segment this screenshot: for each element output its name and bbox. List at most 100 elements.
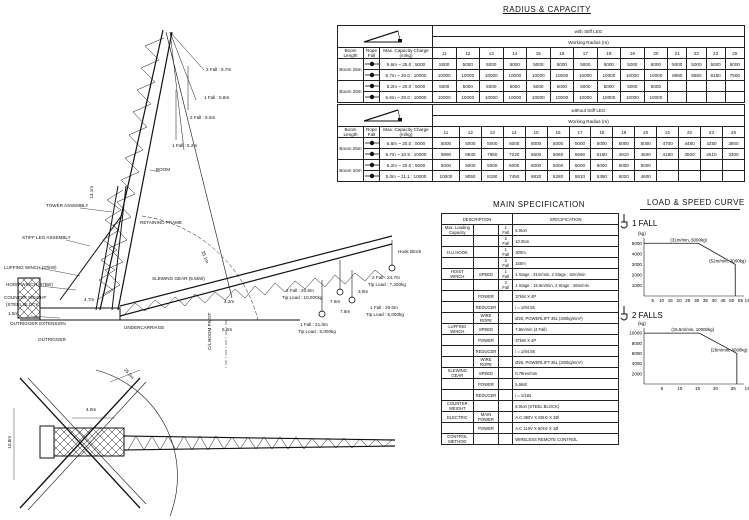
radius-header-20: 20	[643, 47, 669, 59]
capacity-value-cell: 8550	[686, 69, 707, 81]
capacity-value-cell: 5000	[686, 58, 707, 70]
capacity-value-cell: 5000	[455, 80, 481, 92]
capacity-value-cell	[686, 80, 707, 92]
y-tick-label: 4000	[632, 251, 643, 256]
capacity-value-cell	[721, 159, 746, 171]
spec-cell-c	[498, 334, 514, 346]
radius-header-19: 19	[620, 47, 645, 59]
y-tick-label: 1000	[632, 283, 643, 288]
radius-header-16: 16	[546, 126, 570, 138]
spec-cell-d: i = 1/182	[512, 389, 619, 401]
capacity-value-cell: 5000	[568, 159, 592, 171]
capacity-value-cell: 5000	[590, 137, 614, 149]
capacity-value-cell: 5390	[590, 170, 614, 182]
spec-cell-d: 37kW X 4P	[512, 334, 619, 346]
capacity-value-cell	[724, 80, 746, 92]
capacity-value-cell: 10000	[502, 69, 528, 81]
spec-cell-a: Max. Loading Capacity	[441, 224, 474, 236]
counter-weight-block	[17, 277, 41, 319]
capacity-value-cell: 7960	[480, 148, 504, 160]
radius-header-21: 21	[667, 47, 688, 59]
capacity-value-cell: 9050	[458, 170, 482, 182]
capacity-value-cell: 10000	[643, 69, 669, 81]
radius-header-16: 16	[549, 47, 575, 59]
spec-cell-c	[498, 312, 514, 324]
dim-7-6: 7.6m	[330, 299, 341, 304]
capacity-value-cell: 4600	[634, 170, 658, 182]
fall2-50-label: 2 Fall : 5.0m	[190, 115, 216, 120]
capacity-value-cell: 5000	[634, 137, 658, 149]
capacity-value-cell: 5000	[643, 80, 669, 92]
capacity-value-cell: 5000	[455, 58, 481, 70]
counter-weight-label: COUNTER WEIGHT	[4, 295, 47, 300]
spec-cell-a	[441, 334, 474, 346]
x-tick-label: 10	[659, 298, 665, 303]
capacity-value-cell: 5000	[479, 80, 504, 92]
dim-4-2: 4.2m	[224, 299, 235, 304]
capacity-value-cell: 5000	[596, 58, 622, 70]
spec-cell-c: 1 Fall	[498, 268, 514, 280]
capacity-value-cell: 5000	[480, 137, 504, 149]
curve-point-label: (52m/min, 3000kg)	[709, 258, 746, 263]
load-curve-line	[644, 332, 738, 384]
tip-load-5000a-label: Tip Load : 5,000kg	[366, 312, 404, 317]
spec-cell-b	[472, 433, 500, 445]
dim-4-7: 4.7m	[84, 297, 95, 302]
capacity-value-cell	[686, 91, 707, 103]
hook-icon	[348, 296, 356, 304]
plan-central-frame	[51, 427, 125, 457]
capacity-value-cell: 5000	[667, 58, 688, 70]
spec-cell-a: SLEWING GEAR	[441, 367, 474, 379]
x-tick-label: 15	[695, 386, 701, 391]
fall1-52-label: 1 Fall : 5.2m	[172, 143, 198, 148]
x-tick-label: 45	[720, 298, 726, 303]
spec-cell-a	[441, 301, 474, 313]
spec-cell-a: H.U.HOOK	[441, 246, 474, 258]
outrigger-label: OUTRIGGER	[38, 337, 66, 342]
tip-load-10000-label: Tip Load : 10,000kg	[282, 295, 323, 300]
spec-cell-d: i = 1/94.55	[512, 345, 619, 357]
hook-icon	[388, 264, 396, 272]
y-tick-label: 2000	[632, 272, 643, 277]
capacity-value-cell: 10000	[479, 91, 504, 103]
capacity-value-cell: 5000	[596, 80, 622, 92]
spec-cell-b	[472, 235, 500, 247]
radius-header-22: 22	[678, 126, 702, 138]
capacity-value-cell: 5000	[526, 80, 551, 92]
dim-10-8: 10.8m	[7, 435, 13, 449]
y-tick-label: 3000	[632, 262, 643, 267]
hoist-winch-label: HOIST WINCH (37kW)	[6, 282, 53, 287]
spec-cell-b: POWER	[472, 290, 500, 302]
spec-cell-c: 2 Fall	[498, 257, 514, 269]
dim-7-5: 7.5m	[340, 309, 351, 314]
capacity-value-cell: 10000	[620, 69, 645, 81]
capacity-value-cell	[721, 170, 746, 182]
radius-header-22: 22	[686, 47, 707, 59]
x-tick-label: 20	[713, 386, 719, 391]
spec-cell-c	[498, 433, 514, 445]
main-boom-vertical	[99, 29, 233, 311]
capacity-value-cell: 5000	[573, 58, 598, 70]
capacity-value-cell: 5000	[502, 137, 526, 149]
spec-cell-c	[498, 345, 514, 357]
capacity-value-cell: 5000	[502, 159, 526, 171]
spec-cell-b: SPEED	[472, 268, 500, 280]
capacity-value-cell: 7220	[502, 148, 526, 160]
capacity-value-cell	[656, 159, 680, 171]
spec-cell-b	[472, 257, 500, 269]
spec-cell-a	[441, 290, 474, 302]
capacity-value-cell: 3300	[721, 148, 746, 160]
curve-point-label: (31m/min, 5000kg)	[670, 237, 707, 242]
capacity-value-cell: 5000	[524, 159, 548, 171]
radius-capacity-title: RADIUS & CAPACITY	[503, 5, 591, 14]
capacity-value-cell: 5000	[549, 58, 575, 70]
capacity-value-cell: 5000	[546, 159, 570, 171]
spec-cell-b: POWER	[472, 378, 500, 390]
capacity-value-cell: 10000	[432, 170, 460, 182]
